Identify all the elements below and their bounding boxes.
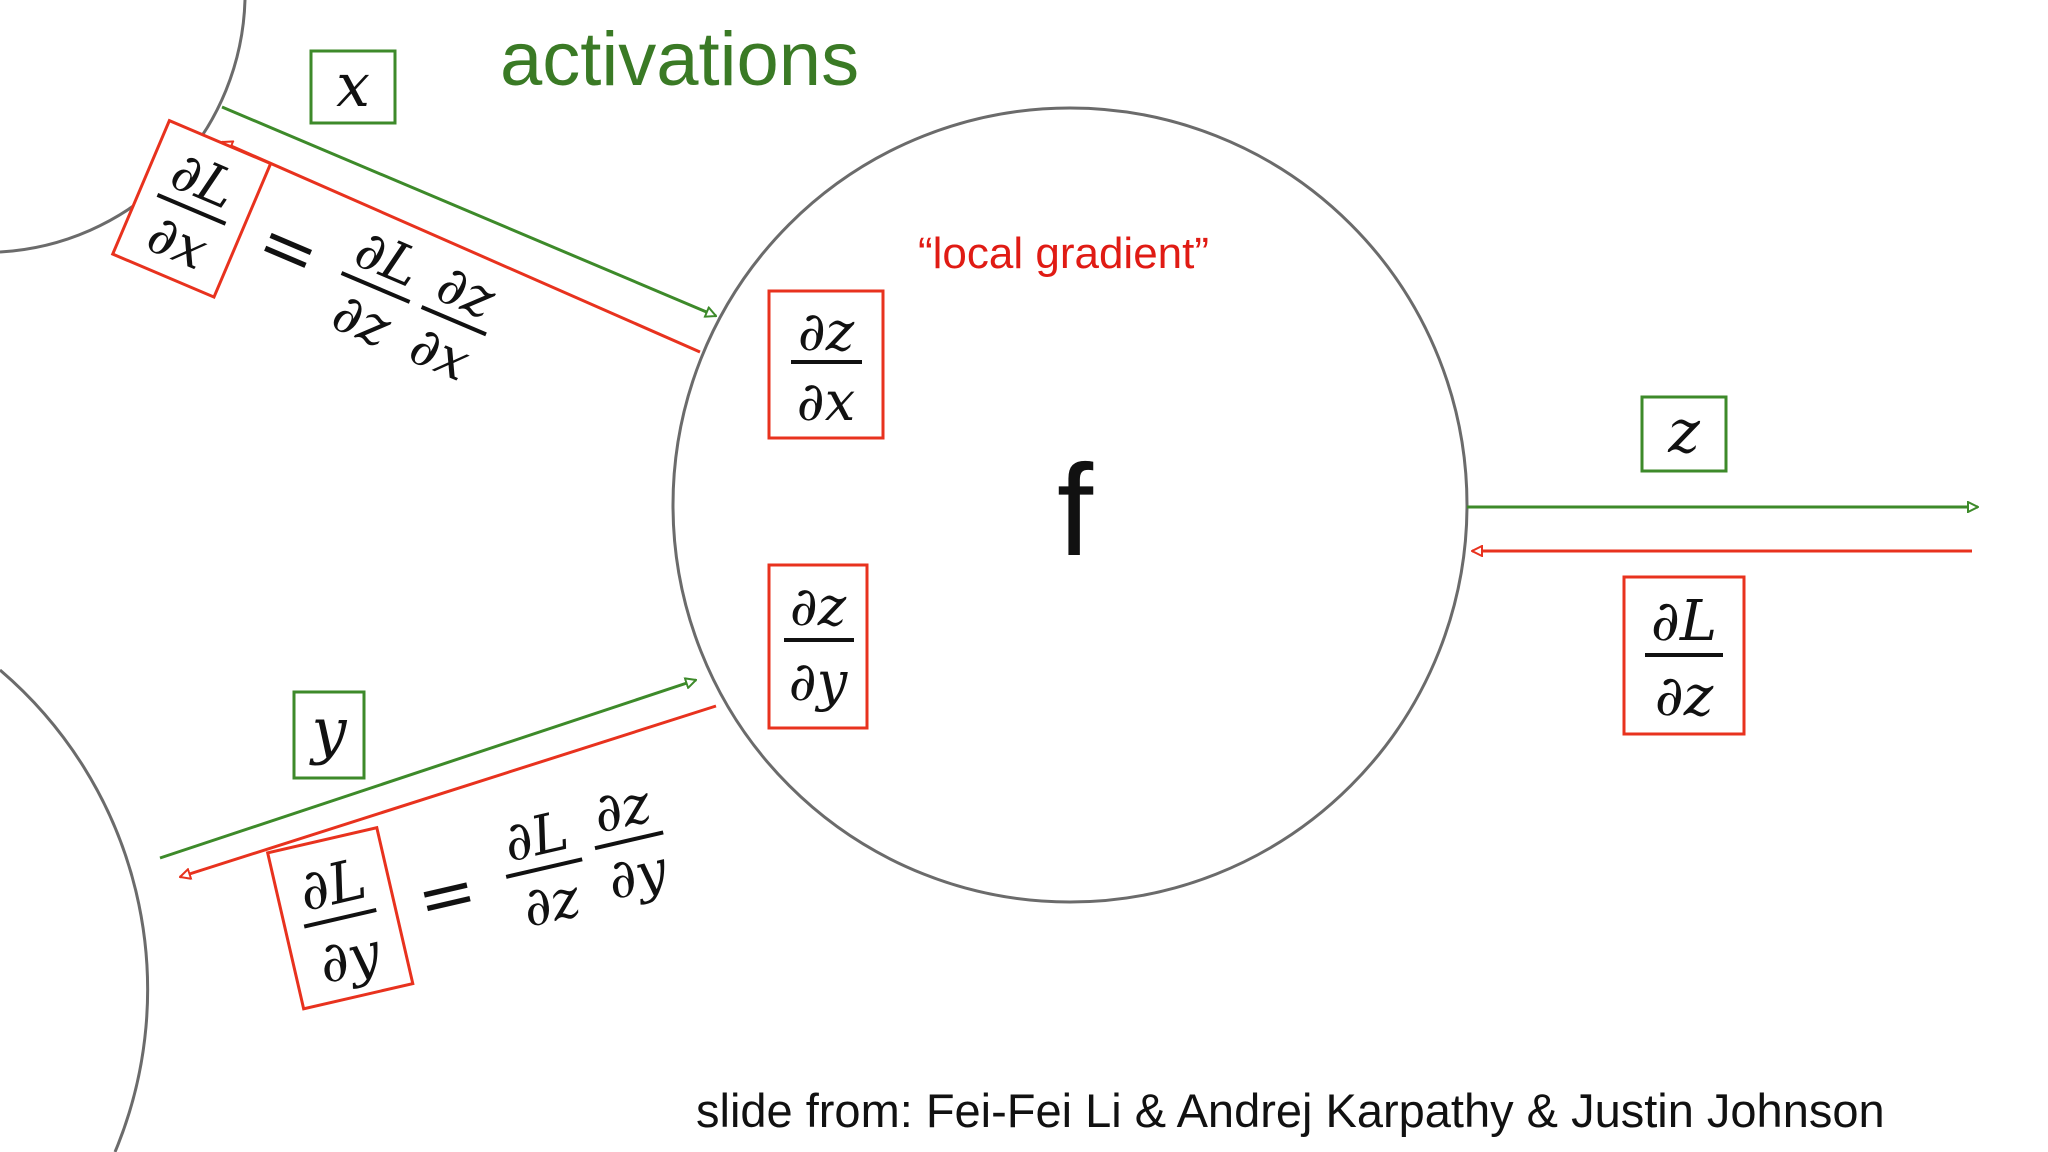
- local-gradient-dz-dy: ∂z ∂y: [767, 563, 869, 730]
- variable-z-box: z: [1640, 395, 1728, 473]
- equals-sign-x: =: [246, 199, 332, 297]
- variable-z-label: z: [1667, 397, 1700, 467]
- slide-credit: slide from: Fei-Fei Li & Andrej Karpathy…: [696, 1084, 1885, 1137]
- backward-arrow-x: [222, 142, 701, 354]
- dL-dz-denominator: ∂z: [1655, 664, 1714, 729]
- variable-x-label: x: [336, 51, 370, 121]
- dL-dy-numerator: ∂L: [293, 847, 372, 925]
- backward-arrow-y: [180, 704, 717, 877]
- dz-dy-numerator: ∂z: [790, 575, 847, 638]
- local-gradient-label: “local gradient”: [918, 229, 1209, 278]
- equals-sign-y: =: [409, 848, 485, 941]
- forward-arrow-x: [221, 105, 716, 316]
- dz-dx-denominator: ∂x: [797, 370, 855, 433]
- upstream-node-y: [0, 668, 150, 1152]
- function-label: f: [1057, 437, 1094, 583]
- variable-y-label: y: [308, 694, 347, 767]
- dL-dz-numerator: ∂L: [1651, 589, 1717, 654]
- title-activations: activations: [500, 17, 859, 102]
- chain-rule-x: ∂L ∂x = ∂L ∂z ∂z ∂x: [110, 118, 505, 394]
- variable-x-box: x: [309, 49, 397, 125]
- local-gradient-dz-dx: ∂z ∂x: [767, 289, 885, 440]
- chain-y-dL-den: ∂z: [517, 866, 587, 940]
- chain-rule-y: ∂L ∂y = ∂L ∂z ∂z ∂y: [265, 771, 675, 1011]
- upstream-gradient-dL-dz: ∂L ∂z: [1622, 575, 1746, 736]
- variable-y-box: y: [292, 690, 366, 780]
- chain-y-dz-den: ∂y: [602, 837, 675, 912]
- dz-dy-denominator: ∂y: [789, 650, 849, 713]
- dz-dx-numerator: ∂z: [798, 300, 855, 363]
- forward-arrow-y: [159, 680, 696, 860]
- chain-y-dL-num: ∂L: [498, 799, 574, 875]
- downstream-gradient-dL-dx: ∂L ∂x: [110, 118, 273, 300]
- downstream-gradient-dL-dy: ∂L ∂y: [265, 825, 415, 1011]
